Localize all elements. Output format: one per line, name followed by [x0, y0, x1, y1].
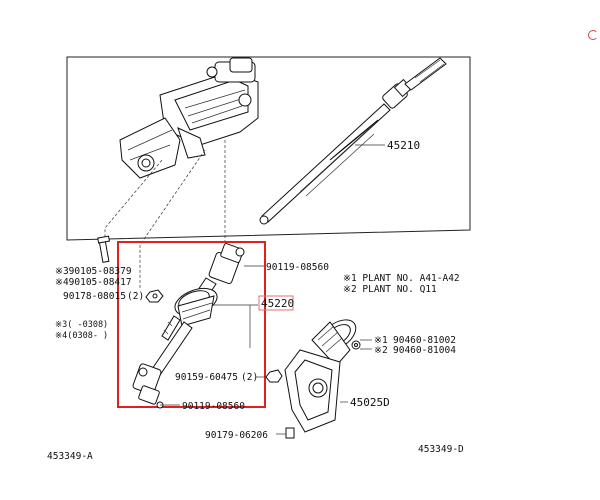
clip-marker-1: ※1 [374, 335, 388, 346]
figure-id-left: 453349-A [47, 451, 93, 462]
label-screw-bottom: 90179-06206 [205, 430, 268, 441]
figure-id-right: 453349-D [418, 444, 464, 455]
corner-mark-icon [588, 30, 598, 40]
plant-note-1: ※1 PLANT NO. A41-A42 [343, 273, 460, 284]
label-nut-left-qty: (2) [127, 291, 144, 302]
highlight-box [117, 241, 266, 408]
label-bolt-mid: 90159-60475 [175, 372, 238, 383]
label-45025D: 45025D [350, 396, 390, 409]
note-left2: ※4(0308- ) [55, 331, 108, 341]
clip-icon [351, 340, 361, 350]
bolt-left-icon [97, 235, 111, 263]
intermediate-shaft-assy [132, 243, 245, 409]
label-45210: 45210 [387, 139, 420, 152]
steering-shaft-long [259, 57, 447, 225]
label-clip1: 90460-81002 [393, 335, 456, 346]
dashed-guide-2 [139, 149, 206, 290]
nut-left-icon [145, 289, 164, 303]
label-45220: 45220 [261, 297, 294, 310]
label-nut-left: 90178-08015 [63, 291, 126, 302]
bolt-mid-icon [265, 369, 283, 383]
label-bolt-left2: ※490105-08417 [55, 277, 132, 288]
label-bolt-top: 90119-08560 [266, 262, 329, 273]
label-bolt-left1: ※390105-08379 [55, 266, 132, 277]
steering-column-upper-housing [119, 57, 259, 179]
column-assembly-frame [66, 56, 471, 241]
label-bolt-bottom: 90119-08560 [182, 401, 245, 412]
plant-note-2: ※2 PLANT NO. Q11 [343, 284, 437, 295]
screw-bottom-icon [285, 427, 295, 439]
clip-marker-2: ※2 [374, 345, 388, 356]
steering-boot [284, 319, 357, 433]
label-bolt-mid-qty: (2) [241, 372, 258, 383]
label-clip2: 90460-81004 [393, 345, 456, 356]
label-45220-box [258, 295, 294, 311]
note-left1: ※3( -0308) [55, 320, 108, 330]
